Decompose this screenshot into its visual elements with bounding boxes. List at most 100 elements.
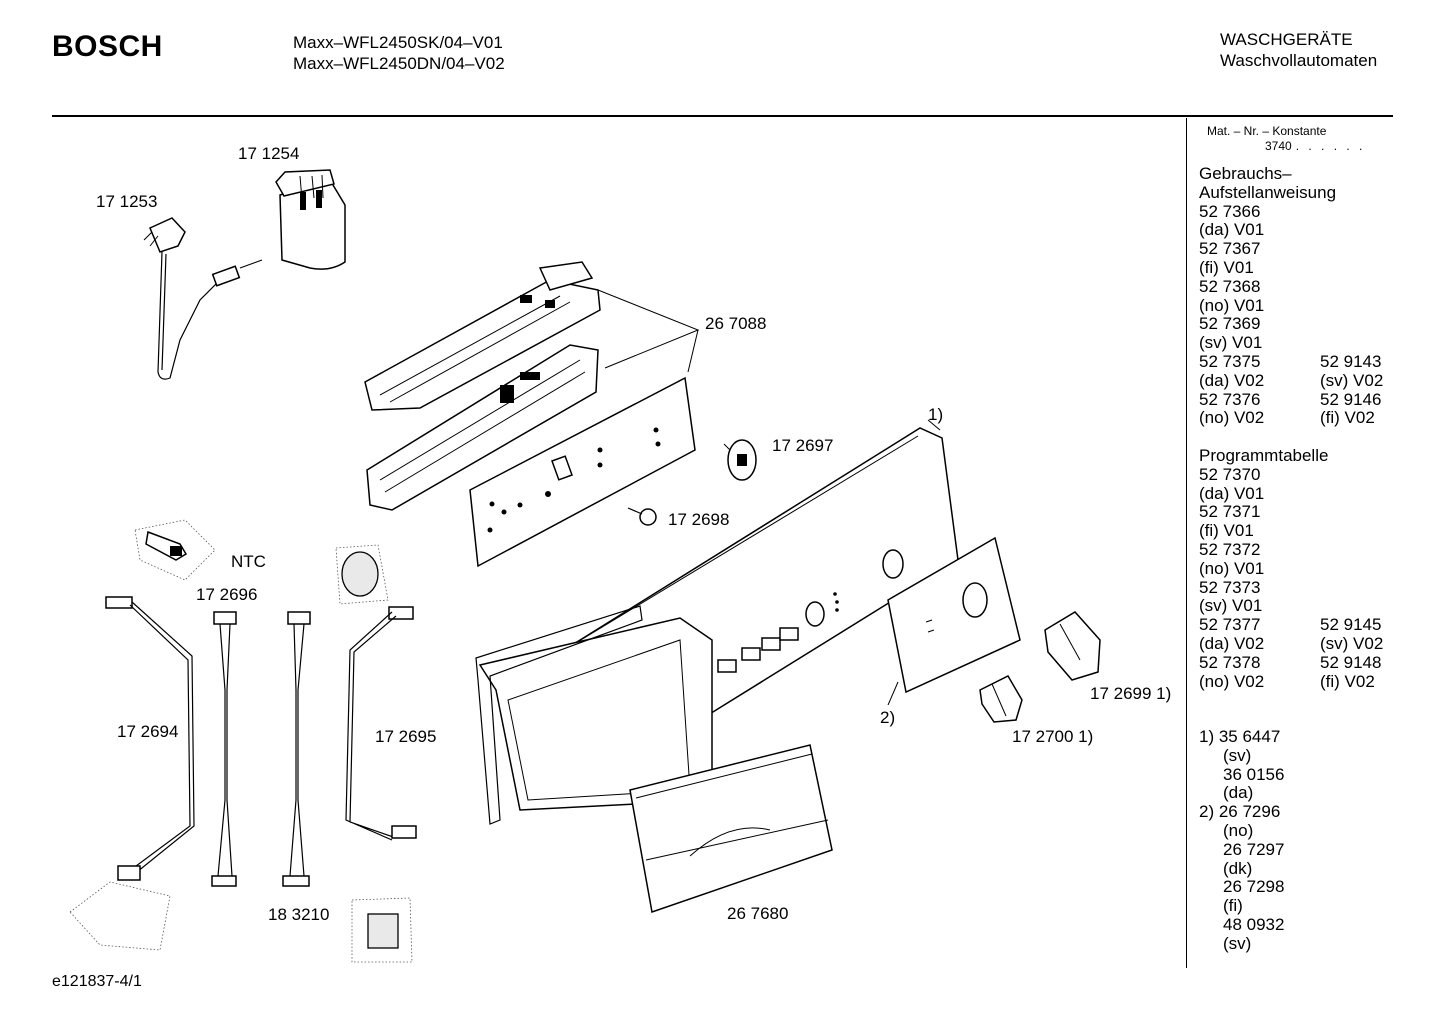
- wire-harness-172694-icon: [69, 596, 195, 951]
- manual-row: (da) V01: [1199, 220, 1336, 240]
- program-number-alt: 52 9148: [1320, 652, 1382, 672]
- manual-number-alt: (sv) V02: [1320, 370, 1384, 390]
- manual-number-alt: (fi) V02: [1320, 408, 1375, 428]
- program-row: (fi) V01: [1199, 521, 1328, 541]
- mat-label: Mat. – Nr. – Konstante: [1207, 124, 1327, 138]
- panel-frame-icon: [475, 605, 713, 825]
- program-row: 52 7370: [1199, 464, 1328, 485]
- footnote-line: 26 7298: [1223, 877, 1285, 897]
- program-row: (no) V02 (fi) V02: [1199, 671, 1375, 692]
- program-title: Programmtabelle: [1199, 446, 1329, 465]
- manual-row: (no) V02 (fi) V02: [1199, 408, 1375, 428]
- model-1: Maxx–WFL2450SK/04–V01: [293, 33, 503, 52]
- part-label-172694: 17 2694: [117, 722, 179, 741]
- program-number: 52 7371: [1199, 502, 1261, 522]
- program-number: (da) V02: [1199, 633, 1265, 653]
- detergent-drawer-icon: [629, 744, 833, 913]
- circuit-board-icon: [469, 376, 696, 568]
- footnote-line: (fi): [1223, 896, 1243, 916]
- program-number: 52 7370: [1199, 464, 1261, 484]
- callout-1: 1): [928, 405, 944, 424]
- program-number: 52 7372: [1199, 539, 1261, 559]
- footnote-line: 1) 35 6447: [1199, 727, 1281, 746]
- program-row: 52 7377 52 9145: [1199, 615, 1381, 635]
- footnote-line: 26 7297: [1223, 839, 1285, 859]
- leader-callout-1: [927, 419, 941, 431]
- mat-value: 3740: [1265, 139, 1292, 153]
- brand-logo: BOSCH: [52, 30, 163, 63]
- manual-number: 52 7367: [1199, 239, 1261, 259]
- category-title: WASCHGERÄTE Waschvollautomaten: [1220, 29, 1377, 71]
- drawing-code: e121837-4/1: [52, 973, 142, 990]
- control-module-upper-icon: [364, 261, 601, 411]
- part-label-267088: 26 7088: [705, 314, 767, 333]
- exploded-view-drawing: [69, 169, 1101, 963]
- manual-row: (da) V02(sv) V02: [1199, 371, 1383, 391]
- program-number-alt: (fi) V02: [1320, 671, 1375, 691]
- manual-row: 52 7366: [1199, 202, 1336, 222]
- program-number-alt: 52 9145: [1320, 615, 1382, 635]
- part-label-171253: 17 1253: [96, 192, 158, 211]
- ntc-sensor-icon: [134, 519, 216, 581]
- category-line-2: Waschvollautomaten: [1220, 51, 1378, 70]
- control-module-lower-icon: [366, 344, 599, 511]
- footnote-line: 36 0156: [1223, 764, 1285, 784]
- manual-title-2: Aufstellanweisung: [1199, 182, 1337, 202]
- manual-number: (fi) V01: [1199, 257, 1254, 277]
- program-number: (no) V01: [1199, 558, 1265, 578]
- footnote-line: (no): [1223, 820, 1254, 840]
- footnote-line: 48 0932: [1223, 914, 1285, 934]
- manual-row: 52 7367: [1199, 239, 1336, 259]
- manual-number: 52 7369: [1199, 314, 1261, 334]
- manual-list: Gebrauchs– Aufstellanweisung 52 7366(da)…: [1199, 164, 1383, 428]
- manual-row: 52 7368: [1199, 276, 1336, 297]
- header-divider: [52, 115, 1393, 117]
- part-label-171254: 17 1254: [238, 144, 300, 163]
- wire-harness-172695-icon: [335, 544, 417, 841]
- footnote-line: (dk): [1223, 858, 1253, 878]
- footnote-line: 2) 26 7296: [1199, 802, 1281, 822]
- mat-dots: . . . . . .: [1295, 139, 1366, 153]
- manual-number: (no) V02: [1199, 408, 1265, 428]
- manual-row: 52 7375 52 9143: [1199, 351, 1381, 372]
- manual-row: (fi) V01: [1199, 257, 1336, 278]
- footnote-line: (sv): [1223, 745, 1252, 765]
- manual-number: 52 7375: [1199, 351, 1261, 371]
- part-label-172698: 17 2698: [668, 510, 730, 529]
- category-line-1: WASCHGERÄTE: [1220, 30, 1353, 49]
- wire-harness-183210-icon: [282, 611, 413, 963]
- part-label-172696: 17 2696: [196, 585, 258, 604]
- program-row: (da) V01: [1199, 484, 1328, 504]
- program-row: 52 7373: [1199, 578, 1328, 598]
- program-row: 52 7371: [1199, 502, 1328, 522]
- program-number: (sv) V01: [1199, 596, 1263, 616]
- manual-row: (no) V01: [1199, 296, 1336, 316]
- program-knob-icon: [1044, 611, 1101, 681]
- program-number-alt: (sv) V02: [1320, 633, 1384, 653]
- footnotes: 1) 35 6447(sv)36 0156(da)2) 26 7296(no)2…: [1199, 727, 1285, 954]
- power-cord-icon: [143, 217, 263, 380]
- program-row: (da) V02 (sv) V02: [1199, 633, 1383, 654]
- program-number: 52 7377: [1199, 615, 1261, 635]
- overlay-plate-icon: [887, 536, 1021, 706]
- model-2: Maxx–WFL2450DN/04–V02: [293, 54, 505, 73]
- wire-harness-172696-icon: [211, 611, 237, 887]
- manual-number: 52 7376: [1199, 389, 1261, 409]
- program-row: 52 7378 52 9148: [1199, 652, 1381, 673]
- sidebar-divider: [1186, 118, 1187, 968]
- manual-title-1: Gebrauchs–: [1199, 164, 1292, 183]
- leader-267088: [597, 289, 700, 373]
- part-label-172695: 17 2695: [375, 727, 437, 746]
- program-number: (fi) V01: [1199, 521, 1254, 541]
- manual-number: 52 7368: [1199, 276, 1261, 296]
- manual-row: (sv) V01: [1199, 333, 1336, 353]
- part-label-ntc: NTC: [231, 552, 266, 571]
- manual-row: 52 7369: [1199, 314, 1336, 334]
- interference-suppressor-icon: [275, 169, 346, 270]
- program-number: (no) V02: [1199, 671, 1265, 691]
- model-list: Maxx–WFL2450SK/04–V01 Maxx–WFL2450DN/04–…: [293, 32, 505, 74]
- part-label-183210: 18 3210: [268, 905, 330, 924]
- manual-number-alt: 52 9143: [1320, 351, 1382, 371]
- program-number: 52 7378: [1199, 652, 1261, 672]
